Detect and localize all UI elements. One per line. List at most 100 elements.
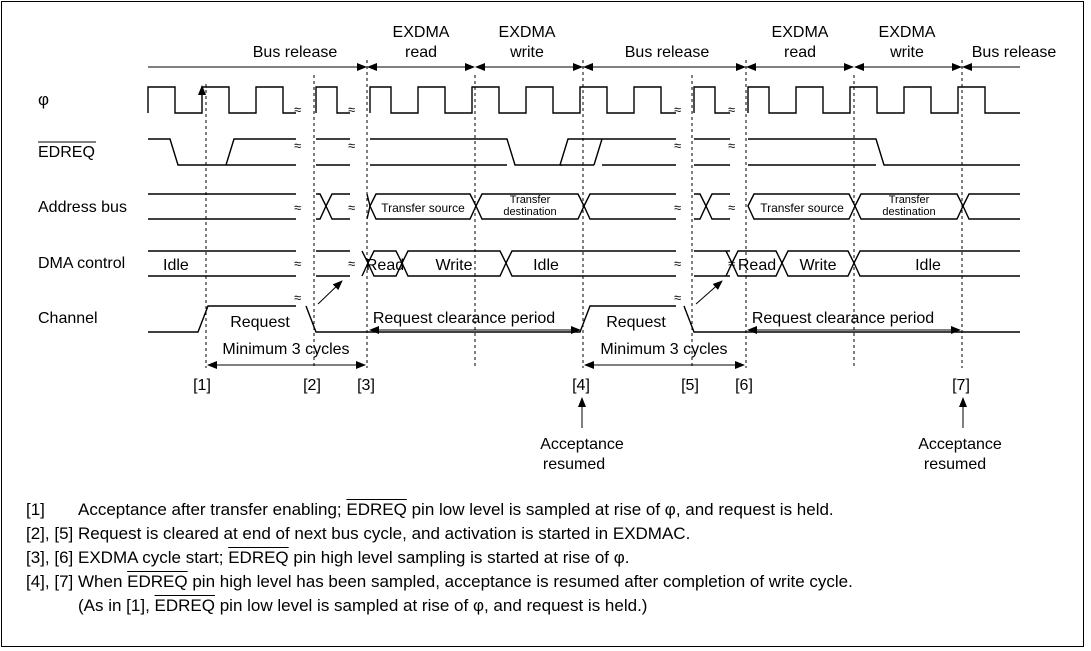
note-text-part: (As in [1], xyxy=(78,596,155,615)
channel-request-1: Request xyxy=(230,314,290,331)
phase-exdma-read-2-line1: EXDMA xyxy=(772,24,829,41)
address-transfer-destination-1-line2: destination xyxy=(503,206,556,218)
note-5: (As in [1], EDREQ pin low level is sampl… xyxy=(26,594,853,618)
dma-write-1: Write xyxy=(435,257,472,274)
channel-clearance-1: Request clearance period xyxy=(373,310,555,327)
address-transfer-destination-2-line2: destination xyxy=(882,206,935,218)
svg-text:≈: ≈ xyxy=(728,200,735,215)
signal-dma-control-label: DMA control xyxy=(38,255,125,272)
address-transfer-destination-2-line1: Transfer xyxy=(889,194,930,206)
dma-idle-1: Idle xyxy=(163,257,189,274)
svg-text:≈: ≈ xyxy=(294,290,301,305)
note-text: EXDMA cycle start; EDREQ pin high level … xyxy=(78,546,629,570)
svg-text:≈: ≈ xyxy=(294,200,301,215)
note-text-part: Acceptance after transfer enabling; xyxy=(78,500,347,519)
request-activation-arrow-2 xyxy=(695,280,723,305)
phase-exdma-write-2-line1: EXDMA xyxy=(879,24,936,41)
marker-3: [3] xyxy=(357,377,375,394)
svg-text:≈: ≈ xyxy=(674,290,681,305)
dma-idle-3: Idle xyxy=(915,257,941,274)
note-text-part: pin low level is sampled at rise of φ, a… xyxy=(406,500,834,519)
acceptance-2-line2: resumed xyxy=(924,456,986,473)
svg-text:≈: ≈ xyxy=(348,200,355,215)
signal-address-bus-label: Address bus xyxy=(38,199,127,216)
acceptance-2-line1: Acceptance xyxy=(918,436,1002,453)
svg-text:≈: ≈ xyxy=(348,138,355,153)
svg-text:≈: ≈ xyxy=(728,102,735,117)
acceptance-1-line1: Acceptance xyxy=(540,436,624,453)
phase-exdma-write-2-line2: write xyxy=(889,44,924,61)
marker-6: [6] xyxy=(735,377,753,394)
svg-text:≈: ≈ xyxy=(674,102,681,117)
timing-diagram: Bus release EXDMA read EXDMA write Bus r… xyxy=(38,24,1057,473)
channel-clearance-2: Request clearance period xyxy=(752,310,934,327)
minimum-cycles-2: Minimum 3 cycles xyxy=(600,341,727,358)
svg-text:≈: ≈ xyxy=(674,200,681,215)
channel-request-2: Request xyxy=(606,314,666,331)
minimum-cycles-1: Minimum 3 cycles xyxy=(222,341,349,358)
address-transfer-source-2: Transfer source xyxy=(760,201,844,215)
phase-exdma-read-1-line1: EXDMA xyxy=(393,24,450,41)
note-text: (As in [1], EDREQ pin low level is sampl… xyxy=(78,594,647,618)
note-edreq: EDREQ xyxy=(228,548,289,567)
phase-exdma-read-1-line2: read xyxy=(405,44,437,61)
break-marks: ≈ ≈ ≈ ≈ ≈ ≈ ≈ ≈ ≈ ≈ ≈ ≈ ≈ ≈ ≈ ≈ ≈ ≈ xyxy=(294,102,735,305)
phase-exdma-read-2-line2: read xyxy=(784,44,816,61)
note-text-part: EXDMA cycle start; xyxy=(78,548,229,567)
dma-idle-2: Idle xyxy=(533,257,559,274)
svg-text:≈: ≈ xyxy=(294,102,301,117)
note-text-part: pin high level sampling is started at ri… xyxy=(288,548,630,567)
note-2: [2], [5] Request is cleared at end of ne… xyxy=(26,522,853,546)
note-4: [4], [7] When EDREQ pin high level has b… xyxy=(26,570,853,594)
signal-edreq-label: EDREQ xyxy=(38,144,95,161)
note-text: Acceptance after transfer enabling; EDRE… xyxy=(78,498,834,522)
note-text-part: When xyxy=(78,572,128,591)
note-text-part: Request is cleared at end of next bus cy… xyxy=(78,524,691,543)
acceptance-1-line2: resumed xyxy=(543,456,605,473)
edreq-waveform xyxy=(148,138,1020,166)
reference-lines xyxy=(205,60,963,368)
address-bus-waveform xyxy=(148,193,1020,220)
svg-text:≈: ≈ xyxy=(674,256,681,271)
note-edreq: EDREQ xyxy=(127,572,188,591)
note-tag: [3], [6] xyxy=(26,548,74,567)
svg-text:≈: ≈ xyxy=(674,138,681,153)
svg-text:≈: ≈ xyxy=(294,256,301,271)
note-1: [1] Acceptance after transfer enabling; … xyxy=(26,498,853,522)
note-text-part: pin high level has been sampled, accepta… xyxy=(187,572,853,591)
marker-7: [7] xyxy=(952,377,970,394)
note-text: Request is cleared at end of next bus cy… xyxy=(78,522,690,546)
phase-bus-release-1: Bus release xyxy=(253,44,338,61)
note-edreq: EDREQ xyxy=(346,500,407,519)
svg-text:≈: ≈ xyxy=(728,138,735,153)
phase-exdma-write-1-line1: EXDMA xyxy=(499,24,556,41)
marker-5: [5] xyxy=(681,377,699,394)
request-activation-arrow-1 xyxy=(317,280,343,305)
marker-2: [2] xyxy=(303,377,321,394)
note-tag: [4], [7] xyxy=(26,572,74,591)
note-text: When EDREQ pin high level has been sampl… xyxy=(78,570,853,594)
svg-text:≈: ≈ xyxy=(348,102,355,117)
note-text-part: pin low level is sampled at rise of φ, a… xyxy=(215,596,648,615)
phase-bus-release-2: Bus release xyxy=(625,44,710,61)
dma-control-waveform xyxy=(148,250,1020,277)
address-transfer-destination-1-line1: Transfer xyxy=(510,194,551,206)
notes-list: [1] Acceptance after transfer enabling; … xyxy=(26,498,853,618)
svg-text:≈: ≈ xyxy=(728,256,735,271)
note-tag xyxy=(26,594,78,618)
dma-read-1: Read xyxy=(366,257,404,274)
signal-phi-label: φ xyxy=(38,90,49,109)
note-tag: [2], [5] xyxy=(26,524,74,543)
marker-1: [1] xyxy=(193,377,211,394)
note-edreq: EDREQ xyxy=(154,596,215,615)
signal-channel-label: Channel xyxy=(38,310,98,327)
phase-bus-release-3: Bus release xyxy=(972,44,1057,61)
note-3: [3], [6] EXDMA cycle start; EDREQ pin hi… xyxy=(26,546,853,570)
note-tag: [1] xyxy=(26,500,45,519)
dma-write-2: Write xyxy=(799,257,836,274)
svg-text:≈: ≈ xyxy=(294,138,301,153)
svg-text:≈: ≈ xyxy=(348,256,355,271)
phase-exdma-write-1-line2: write xyxy=(509,44,544,61)
dma-read-2: Read xyxy=(738,257,776,274)
